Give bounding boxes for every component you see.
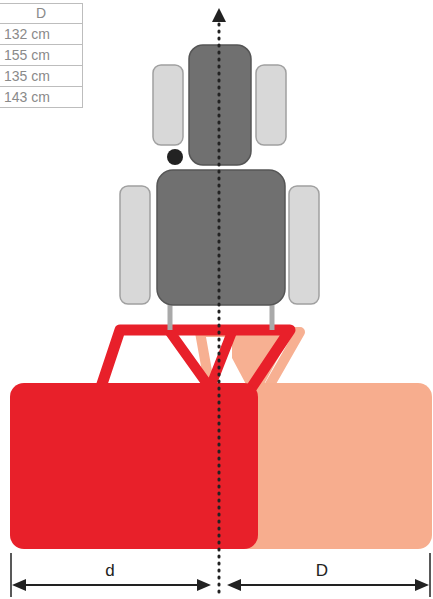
table-cell: 135 cm bbox=[4, 69, 50, 83]
dimension-label: d bbox=[105, 562, 114, 579]
table-header: D bbox=[36, 6, 46, 20]
dimension-lines bbox=[11, 553, 430, 597]
mower bbox=[10, 330, 290, 549]
table-cell: 132 cm bbox=[4, 27, 50, 41]
table-cell: 155 cm bbox=[4, 48, 50, 62]
table-grid bbox=[0, 3, 83, 108]
centre-line bbox=[212, 8, 226, 592]
dimension-label: D bbox=[316, 562, 328, 579]
table-cell: 143 cm bbox=[4, 90, 50, 104]
